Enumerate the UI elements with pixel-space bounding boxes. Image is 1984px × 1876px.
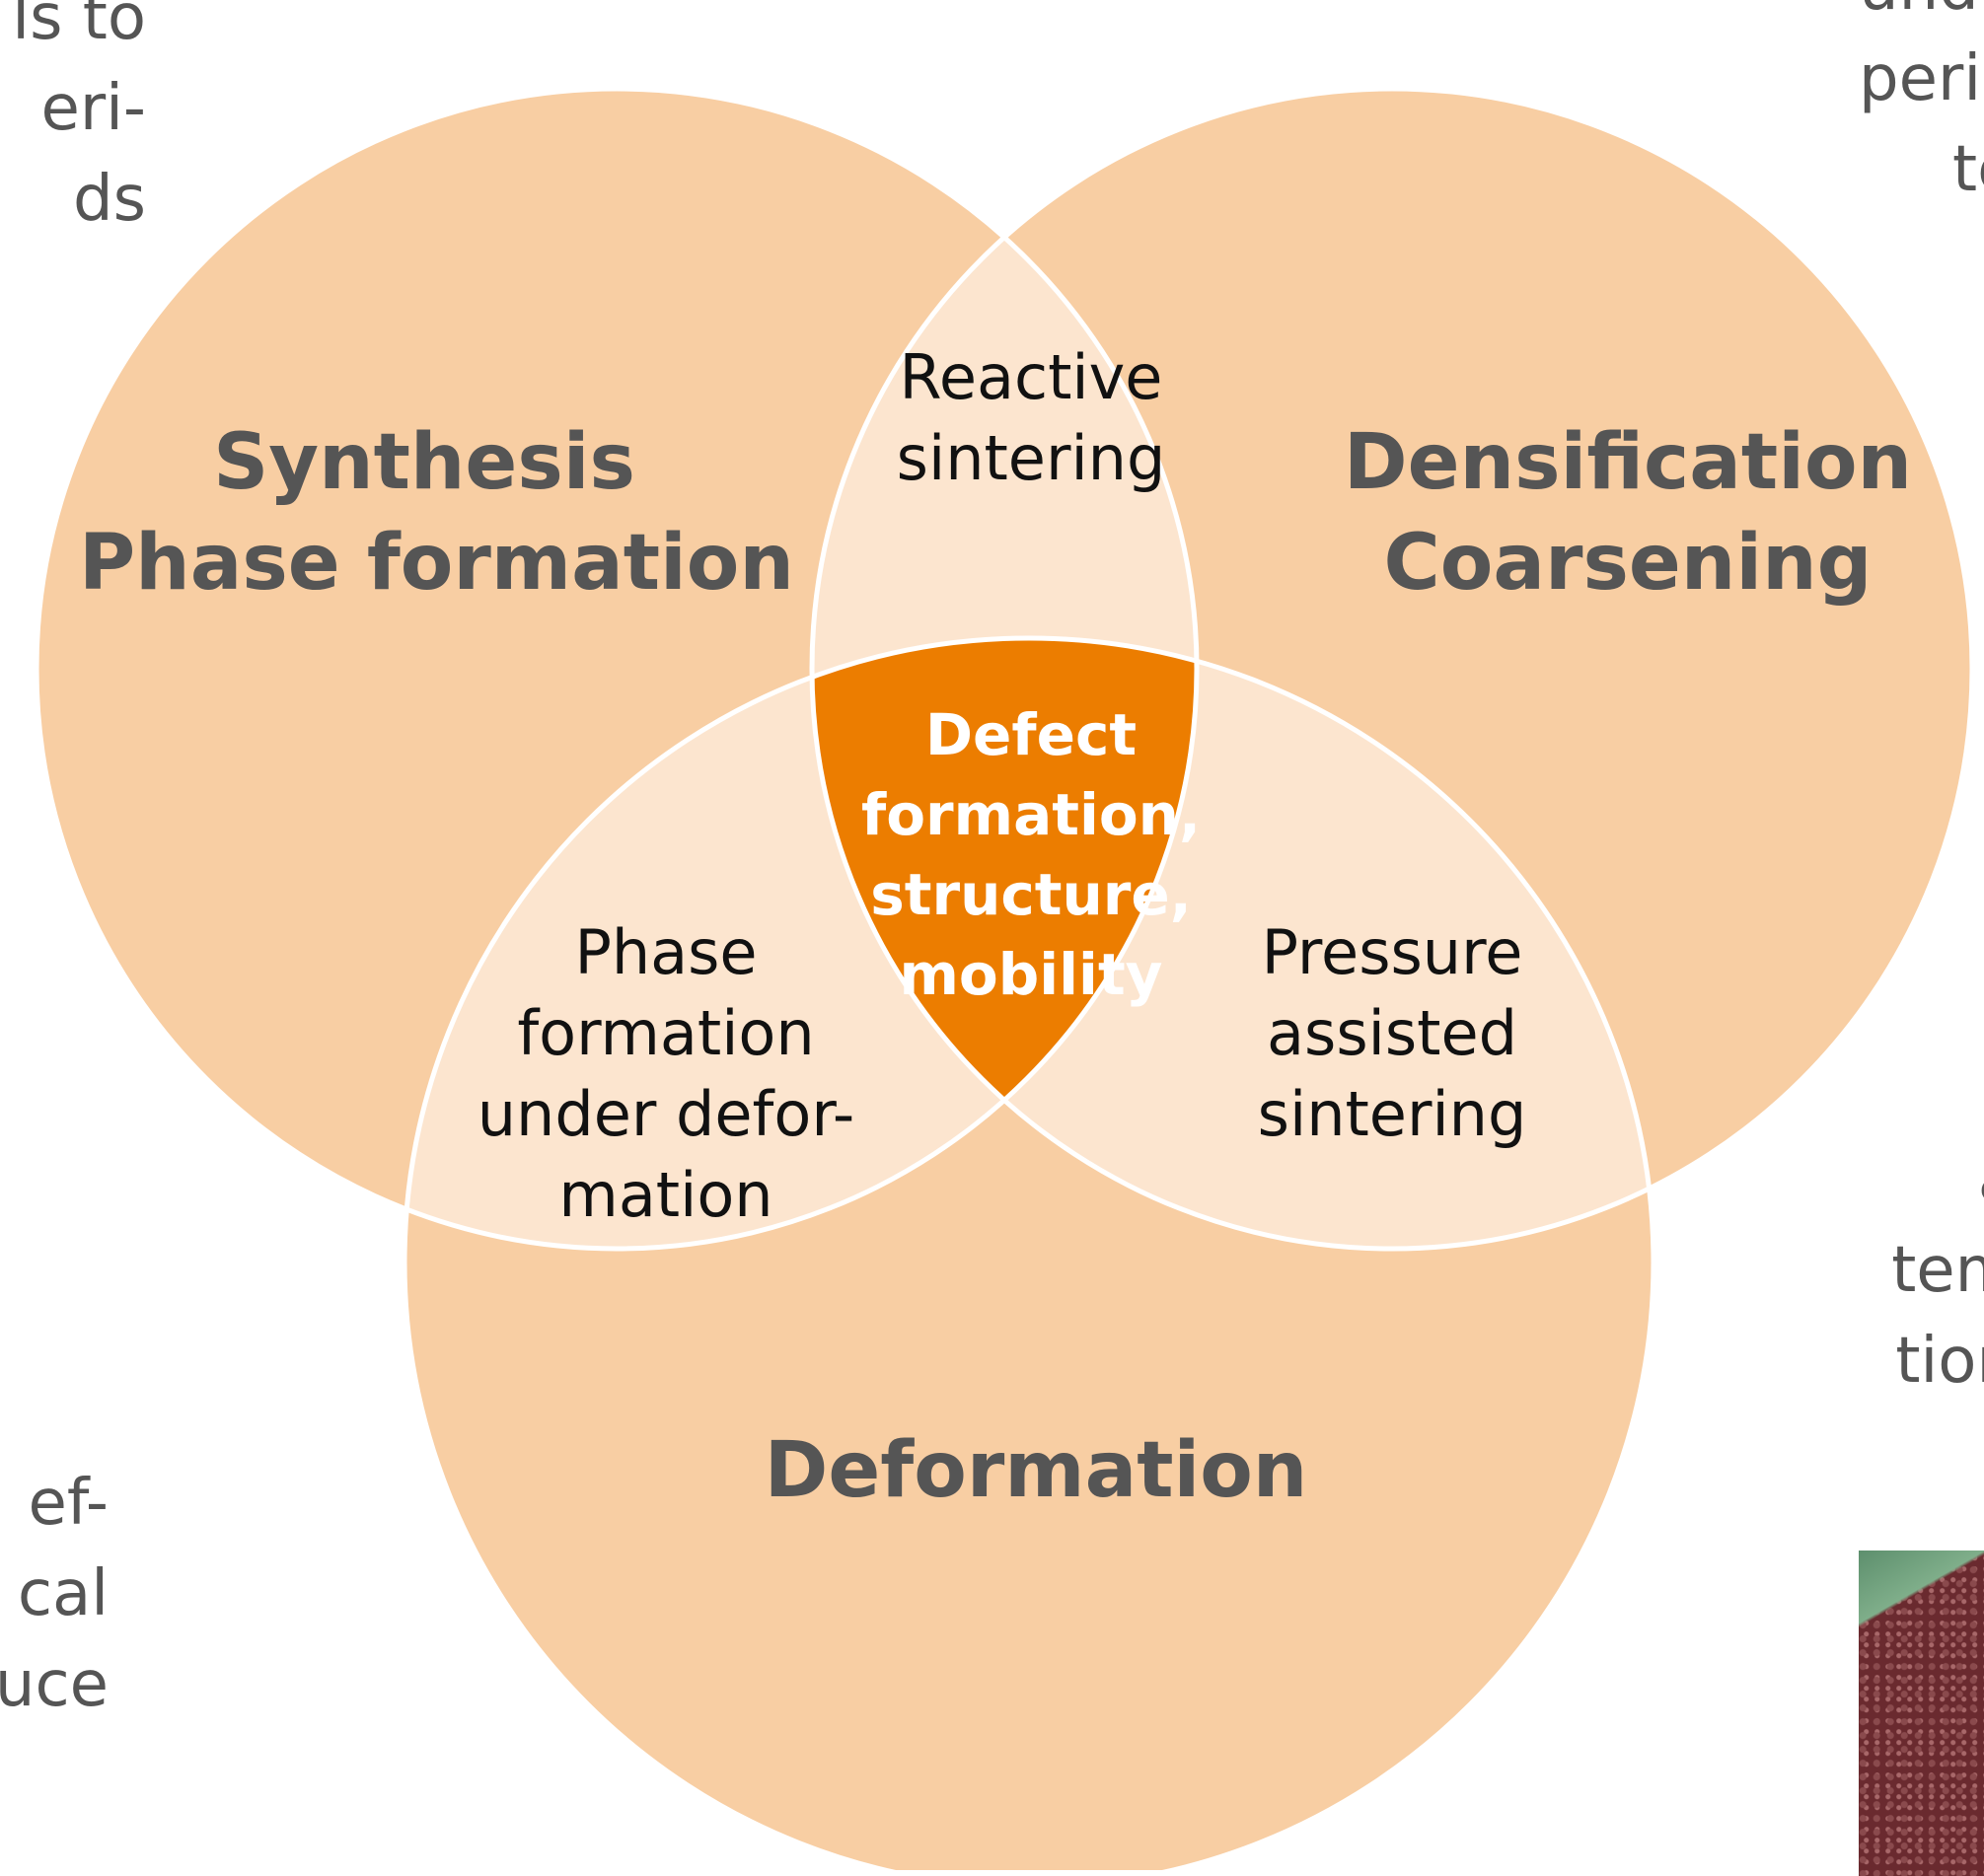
cropped-text-right-middle: a tem tion xyxy=(1859,1134,1984,1407)
cropped-right-middle-line1: a xyxy=(1859,1134,1984,1225)
label-phase-line1: Phase xyxy=(574,916,758,988)
label-synthesis: Synthesis Phase formation xyxy=(79,412,794,613)
label-center-line2: formation, xyxy=(860,781,1202,848)
cropped-top-right-line1: und xyxy=(1859,0,1984,34)
cropped-top-left-line3: ds xyxy=(73,163,146,236)
label-phase-formation-deformation: Phase formation under defor- mation xyxy=(419,912,913,1236)
label-pressure-line2: assisted xyxy=(1267,997,1517,1069)
label-deformation-line1: Deformation xyxy=(764,1426,1308,1515)
label-deformation: Deformation xyxy=(691,1420,1381,1521)
cropped-text-top-left: ls to eri- ds xyxy=(0,0,146,245)
overlap-phase-formation-deformation xyxy=(404,638,1197,1249)
outline-deformation xyxy=(402,635,1656,1876)
cropped-bottom-left-line2: cal xyxy=(17,1557,109,1630)
cropped-right-middle-line2: tem xyxy=(1891,1234,1984,1307)
outline-synthesis xyxy=(34,86,1200,1252)
label-phase-line2: formation xyxy=(517,997,815,1069)
cropped-bottom-left-line1: ef- xyxy=(28,1467,110,1540)
label-synthesis-line1: Synthesis xyxy=(213,418,635,507)
label-densification-line1: Densification xyxy=(1343,418,1913,507)
label-phase-line4: mation xyxy=(558,1159,773,1231)
label-synthesis-line2: Phase formation xyxy=(79,519,794,608)
label-center: Defect formation, structure, mobility xyxy=(834,695,1228,1015)
cropped-text-bottom-left: ef- cal uce xyxy=(0,1458,109,1730)
cropped-top-left-line2: eri- xyxy=(40,72,146,145)
micrograph-image xyxy=(1859,1551,1984,1876)
label-reactive-line2: sintering xyxy=(896,422,1166,494)
label-center-line4: mobility xyxy=(899,941,1163,1008)
overlap-pressure-assisted-sintering xyxy=(812,638,1653,1249)
label-reactive-sintering: Reactive sintering xyxy=(834,337,1228,499)
outline-densification xyxy=(809,86,1975,1252)
label-phase-line3: under defor- xyxy=(477,1078,855,1150)
label-pressure-line1: Pressure xyxy=(1261,916,1523,988)
label-densification: Densification Coarsening xyxy=(1283,412,1973,613)
cropped-bottom-left-line3: uce xyxy=(0,1648,109,1721)
cropped-top-right-line3: te xyxy=(1952,133,1984,206)
label-reactive-line1: Reactive xyxy=(899,341,1163,413)
label-densification-line2: Coarsening xyxy=(1383,519,1873,608)
cropped-text-top-right: und peri te xyxy=(1859,0,1984,215)
label-center-line1: Defect xyxy=(924,701,1138,768)
cropped-top-left-line1: ls to xyxy=(12,0,146,54)
label-center-line3: structure, xyxy=(870,861,1192,928)
label-pressure-assisted: Pressure assisted sintering xyxy=(1170,912,1614,1155)
cropped-top-right-line2: peri xyxy=(1859,42,1982,115)
label-pressure-line3: sintering xyxy=(1257,1078,1527,1150)
cropped-right-middle-line3: tion xyxy=(1895,1325,1984,1398)
